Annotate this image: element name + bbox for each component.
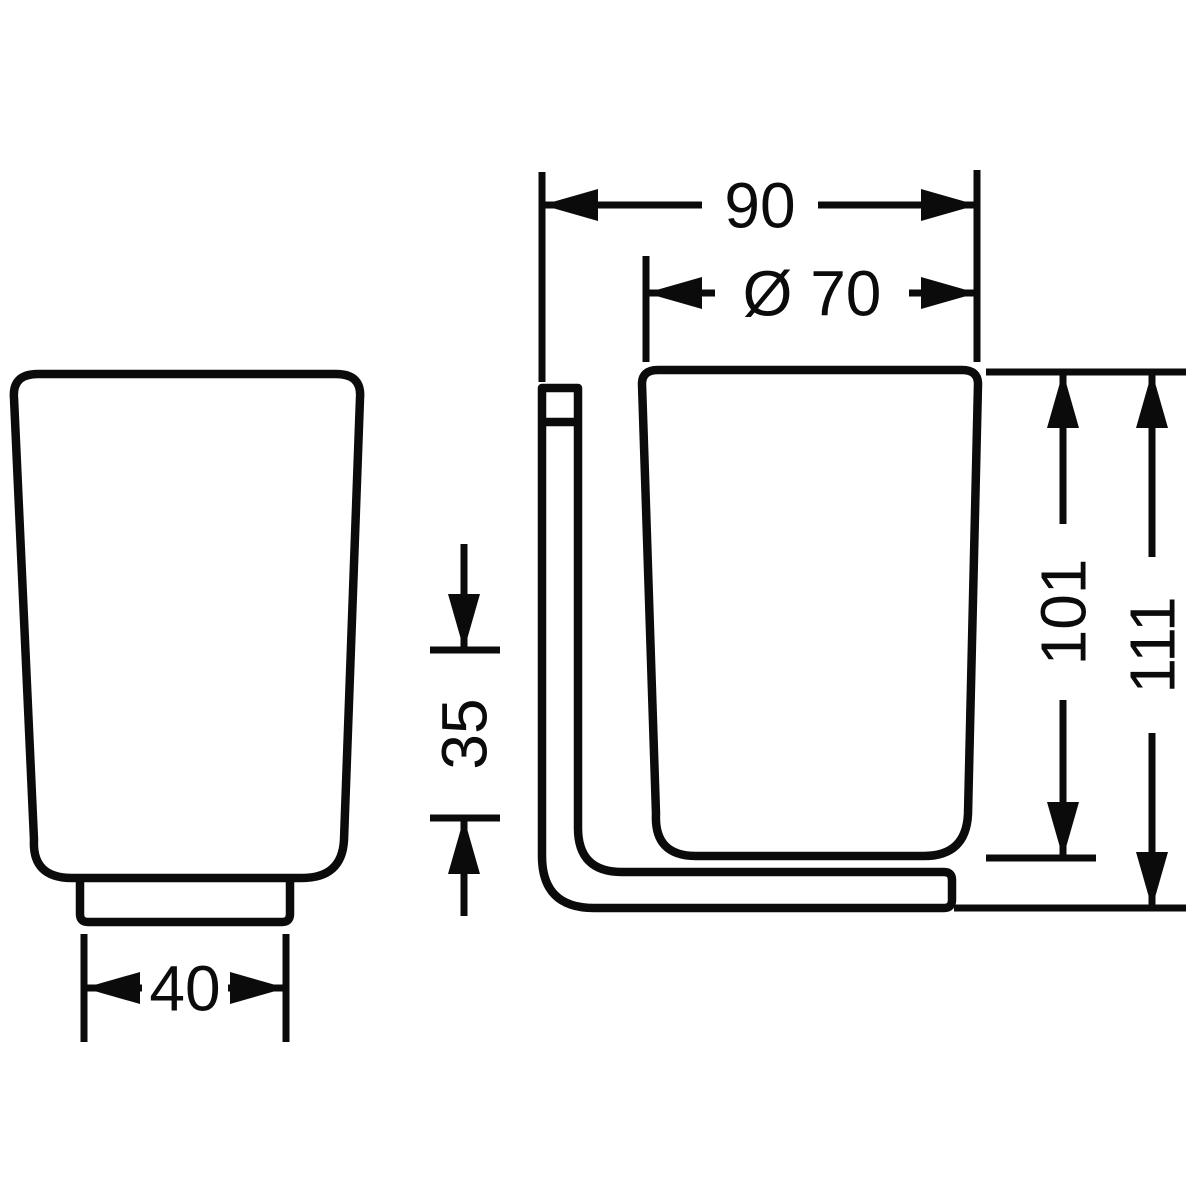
label-mask: [142, 952, 228, 1024]
drawing-root: 90 Ø 70 101 111 35 40: [9, 169, 1188, 1042]
dim-label-cup-height: 101: [1027, 559, 1099, 666]
arrow-left-icon: [646, 277, 702, 309]
dim-total-height-arrows: [1136, 372, 1168, 908]
dim-label-total-height: 111: [1116, 596, 1188, 693]
dim-label-bracket-offset-group: 35: [428, 672, 500, 796]
label-mask: [1116, 557, 1188, 733]
dim-label-diameter-group: Ø 70: [715, 257, 909, 329]
dim-label-cup-height-group: 101: [1027, 524, 1099, 700]
label-mask: [1027, 524, 1099, 700]
front-cup-outline: [9, 369, 365, 883]
dim-label-top-width-group: 90: [702, 169, 818, 241]
label-mask: [428, 672, 500, 796]
wall-bracket-outline: [537, 383, 957, 913]
arrow-up-icon: [1136, 372, 1168, 428]
front-view: [9, 369, 365, 927]
label-mask: [702, 169, 818, 241]
dim-base-width-arrows: [84, 972, 286, 1004]
arrow-right-icon: [230, 972, 286, 1004]
dim-bracket-offset: [430, 544, 500, 916]
arrow-up-icon: [448, 818, 480, 874]
dim-cup-height-arrows: [1047, 372, 1079, 858]
arrow-down-icon: [1047, 802, 1079, 858]
dim-label-total-height-group: 111: [1116, 557, 1188, 733]
dim-label-bracket-offset: 35: [428, 698, 500, 769]
dimensions: [80, 170, 1186, 1042]
dim-label-base-width-group: 40: [142, 952, 228, 1024]
arrow-left-icon: [84, 972, 140, 1004]
dimension-labels: 90 Ø 70 101 111 35 40: [142, 169, 1188, 1024]
dim-label-diameter: Ø 70: [743, 257, 882, 329]
arrow-up-icon: [1047, 372, 1079, 428]
front-cup-base: [75, 878, 295, 927]
arrow-down-icon: [1136, 852, 1168, 908]
dim-diameter-arrows: [646, 277, 977, 309]
arrow-right-icon: [921, 277, 977, 309]
label-mask: [715, 257, 909, 329]
dim-label-top-width: 90: [724, 169, 795, 241]
side-view: [537, 365, 983, 913]
arrow-left-icon: [542, 189, 598, 221]
arrow-right-icon: [921, 189, 977, 221]
arrow-down-icon: [448, 594, 480, 650]
dim-top-width-arrows: [542, 189, 977, 221]
side-cup-outline: [637, 365, 983, 861]
dim-label-base-width: 40: [149, 952, 220, 1024]
dim-bracket-offset-arrows: [448, 594, 480, 874]
